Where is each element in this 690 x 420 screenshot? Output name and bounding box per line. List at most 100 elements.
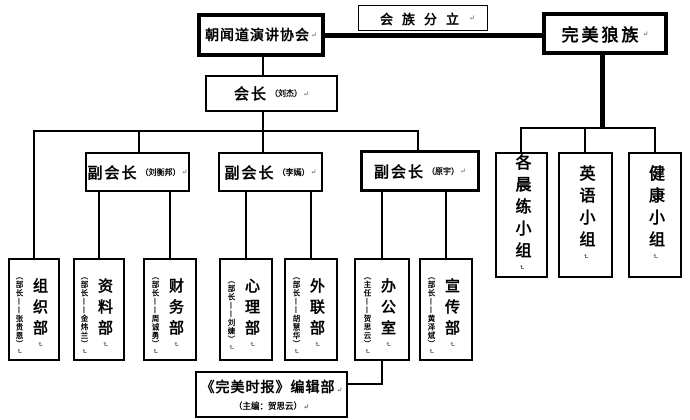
vice-president-2-name: （李嫣） [277, 166, 310, 177]
paragraph-mark: ↵ [581, 253, 591, 265]
paragraph-mark: ↵ [651, 253, 660, 265]
dept-name-text: 办公室 [379, 278, 397, 342]
vice-president-2-title: 副会长 [224, 163, 276, 182]
connector-vp1-dept3 [169, 192, 171, 258]
dept-content: 外联部↵ （部长——胡慧华）↵ [289, 260, 333, 359]
group-box-morning-exercise: 各晨练小组↵ [495, 152, 548, 278]
connector-president-down [262, 112, 264, 152]
paragraph-mark: ↵ [101, 341, 110, 353]
connector-right-hline [520, 127, 656, 129]
connector-office-down [381, 361, 383, 385]
editorial-name: 《完美时报》编辑部 [200, 380, 336, 396]
split-note-box: 会族分立↵ [358, 5, 488, 31]
vice-president-1-box: 副会长（刘衡邦）↵ [85, 152, 190, 192]
connector-drop-vp1 [138, 130, 140, 152]
dept-leader: （部长——黄泽斌）↵ [424, 266, 439, 359]
president-title: 会长 [234, 85, 269, 103]
paragraph-mark: ↵ [460, 167, 466, 175]
group-name-text: 各晨练小组 [512, 154, 532, 265]
dept-name-text: 宣传部 [443, 278, 461, 342]
connector-vp1-dept2 [98, 192, 100, 258]
dept-name-text: 组织部 [31, 278, 49, 342]
group-name: 英语小组↵ [574, 165, 598, 265]
paragraph-mark: ↵ [15, 348, 24, 356]
vice-president-1-name: （刘衡邦） [140, 166, 181, 177]
paragraph-mark: ↵ [427, 348, 436, 356]
dept-box-liaison: 外联部↵ （部长——胡慧华）↵ [284, 258, 338, 361]
dept-leader: （部长——刘婕）↵ [224, 266, 239, 359]
connector-vp3-dept6 [381, 192, 383, 258]
connector-wolf-down-thick [600, 55, 605, 129]
dept-name: 资料部↵ [92, 266, 118, 359]
vice-president-3-box: 副会长（原宇）↵ [360, 150, 480, 192]
dept-name-text: 财务部 [167, 278, 185, 342]
dept-leader-text: （部长——张贵恩） [15, 271, 24, 349]
dept-name-text: 资料部 [96, 278, 114, 342]
dept-content: 宣传部↵ （部长——黄泽斌）↵ [424, 260, 468, 359]
dept-name: 外联部↵ [304, 266, 330, 359]
paragraph-mark: ↵ [80, 348, 89, 356]
connector-drop-organization [33, 130, 35, 258]
paragraph-mark: ↵ [642, 29, 649, 38]
dept-leader-text: （部长——刘婕） [227, 276, 236, 345]
dept-leader: （部长——张贵恩）↵ [12, 266, 27, 359]
connector-drop-vp3 [417, 130, 419, 152]
dept-leader: （部长——周诚勇）↵ [148, 266, 163, 359]
split-note-label: 会族分立 [380, 12, 469, 28]
paragraph-mark: ↵ [448, 341, 457, 353]
dept-leader-text: （部长——黄泽斌） [427, 271, 436, 349]
paragraph-mark: ↵ [227, 344, 236, 351]
paragraph-mark: ↵ [151, 348, 160, 356]
dept-content: 办公室↵ （主任——贺思云）↵ [360, 260, 404, 359]
paragraph-mark: ↵ [517, 264, 527, 276]
paragraph-mark: ↵ [303, 402, 309, 411]
paragraph-mark: ↵ [248, 341, 257, 353]
association-label: 朝闻道演讲协会 [205, 28, 311, 44]
dept-content: 组织部↵ （部长——张贵恩）↵ [12, 260, 56, 359]
group-name-text: 英语小组 [576, 165, 596, 254]
connector-editorial-elbow [348, 383, 383, 385]
association-box: 朝闻道演讲协会↵ [197, 13, 325, 57]
connector-vp3-dept7 [445, 192, 447, 258]
dept-leader: （部长——金炜兰）↵ [77, 266, 92, 359]
editorial-name-row: 《完美时报》编辑部↵ [201, 377, 343, 397]
vice-president-3-title: 副会长 [374, 162, 426, 181]
connector-main-hline [33, 130, 419, 132]
editorial-editor-text: （主编：贺思云） [234, 402, 303, 412]
dept-content: 心理部↵ （部长——刘婕）↵ [224, 260, 268, 359]
paragraph-mark: ↵ [292, 348, 301, 356]
dept-box-publicity: 宣传部↵ （部长——黄泽斌）↵ [419, 258, 473, 361]
paragraph-mark: ↵ [310, 168, 317, 176]
dept-leader-text: （部长——胡慧华） [292, 271, 301, 349]
connector-vp2-dept5 [310, 192, 312, 258]
paragraph-mark: ↵ [311, 31, 317, 39]
paragraph-mark: ↵ [469, 14, 475, 22]
paragraph-mark: ↵ [172, 341, 181, 353]
connector-drop-group3 [654, 127, 656, 152]
group-name-text: 健康小组 [646, 165, 665, 254]
dept-box-organization: 组织部↵ （部长——张贵恩）↵ [8, 258, 60, 361]
president-box: 会长（刘杰）↵ [205, 75, 338, 112]
dept-content: 资料部↵ （部长——金炜兰）↵ [77, 260, 121, 359]
dept-leader-text: （部长——周诚勇） [151, 271, 160, 349]
dept-leader-text: （主任——贺思云） [363, 271, 372, 349]
dept-name-text: 心理部 [243, 278, 261, 342]
president-name: （刘杰） [270, 88, 303, 98]
dept-leader: （主任——贺思云）↵ [360, 266, 375, 359]
paragraph-mark: ↵ [384, 341, 393, 353]
connector-top-thick [325, 33, 542, 38]
group-name: 各晨练小组↵ [510, 154, 534, 276]
vice-president-1-title: 副会长 [87, 163, 139, 182]
connector-assoc-president [262, 57, 264, 75]
dept-name-text: 外联部 [308, 278, 326, 342]
paragraph-mark: ↵ [303, 89, 309, 98]
vice-president-3-name: （原宇） [427, 165, 460, 176]
dept-name: 宣传部↵ [439, 266, 465, 359]
paragraph-mark: ↵ [36, 341, 45, 353]
connector-drop-group2 [584, 127, 586, 152]
editorial-editor: （主编：贺思云）↵ [234, 400, 309, 412]
connector-drop-group1 [520, 127, 522, 152]
dept-name: 财务部↵ [163, 266, 189, 359]
dept-name: 组织部↵ [27, 266, 53, 359]
